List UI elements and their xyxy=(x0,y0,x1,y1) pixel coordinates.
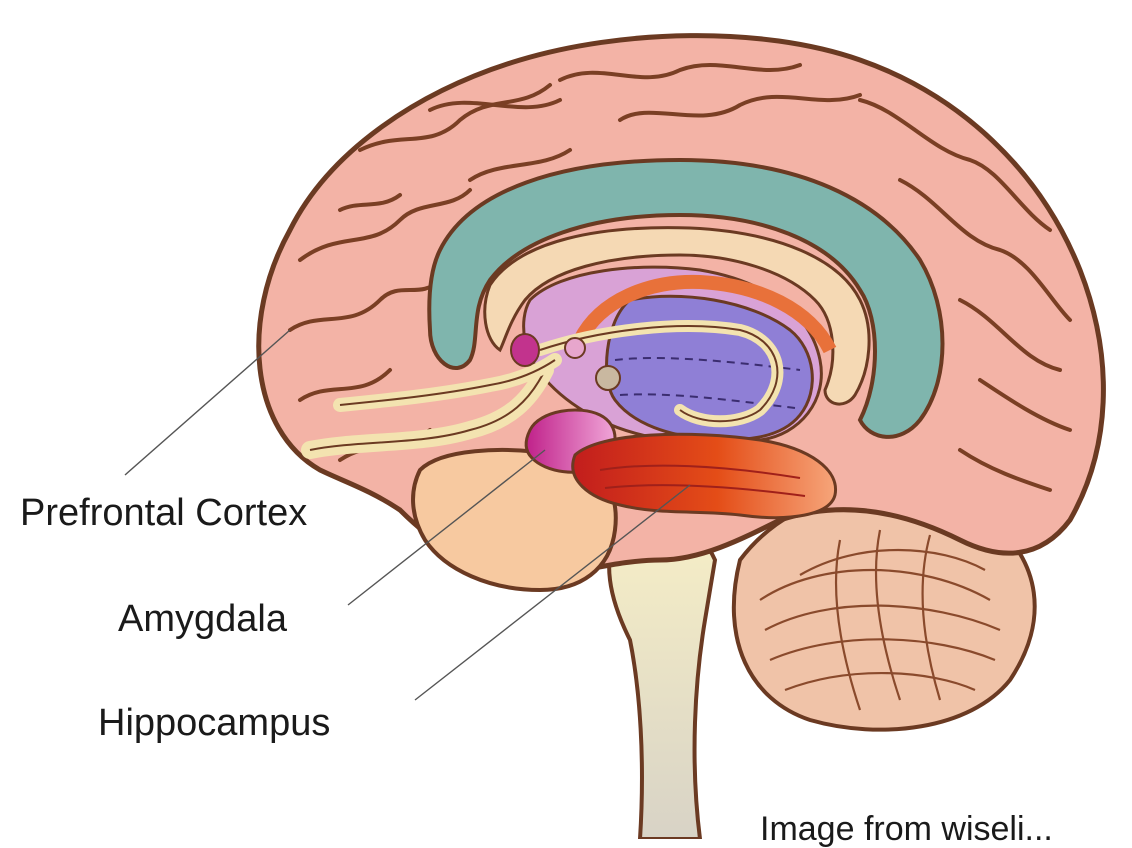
label-amygdala: Amygdala xyxy=(118,600,287,638)
label-hippocampus: Hippocampus xyxy=(98,704,330,742)
brainstem xyxy=(609,519,715,839)
label-prefrontal-cortex: Prefrontal Cortex xyxy=(20,494,307,532)
image-credit-caption: Image from wiseli... xyxy=(760,812,1053,846)
